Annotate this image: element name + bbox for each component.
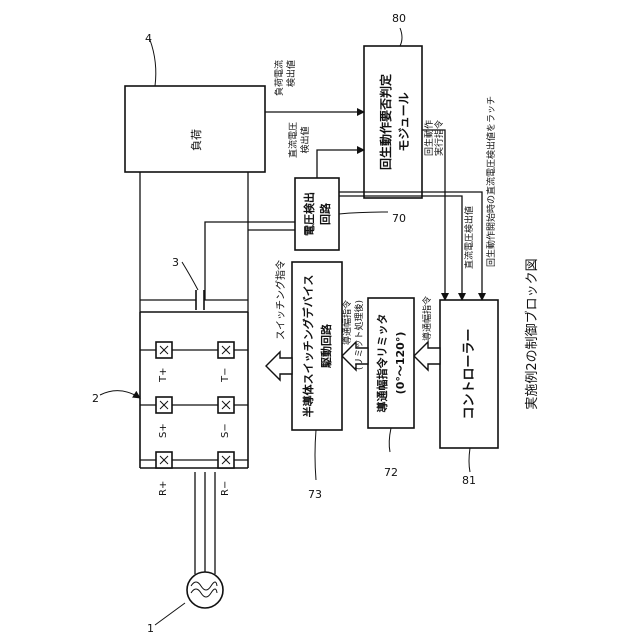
latch-arrow: [339, 192, 482, 300]
dc-voltage-to-judge-arrow: [317, 150, 364, 178]
ref-70-leader: [339, 212, 388, 214]
voltage-detect-line-1: 電圧検出: [302, 192, 316, 236]
voltage-detect-block: [295, 178, 339, 250]
label-t-minus: T−: [220, 368, 231, 384]
ref-81-leader: [469, 448, 470, 472]
ref-1: 1: [147, 622, 154, 635]
ref-4-leader: [150, 40, 156, 86]
limiter-line-1: 導通幅指令リミッタ: [375, 314, 389, 413]
bridge-frame: [140, 312, 248, 468]
ref-73: 73: [308, 488, 322, 501]
limiter-line-2: (0°〜120°): [394, 332, 407, 395]
judge-module-block: [364, 46, 422, 198]
gate-driver-line-2: 駆動回路: [319, 323, 333, 368]
label-t-plus: T+: [158, 368, 169, 384]
conduction-cmd-label: 導通幅指令: [421, 296, 433, 341]
switching-cmd-arrow: [266, 352, 292, 380]
figure-caption: 実施例2の制御ブロック図: [524, 258, 540, 409]
dc-voltage-judge-2: 検出値: [299, 126, 311, 153]
switch-r-minus: [218, 452, 234, 468]
regen-exec-1: 回生動作: [423, 120, 435, 156]
latch-label: 回生動作開始時の直流電圧検出値をラッチ: [485, 96, 497, 267]
voltage-detect-line-2: 回路: [318, 202, 332, 225]
ref-2-leader: [100, 391, 140, 398]
gate-driver-line-1: 半導体スイッチングデバイス: [301, 275, 315, 418]
conduction-cmd-arrow: [414, 342, 440, 370]
ref-81: 81: [462, 474, 476, 487]
ref-80: 80: [392, 12, 406, 25]
label-r-plus: R+: [158, 481, 169, 496]
switch-s-plus: [156, 397, 172, 413]
dc-voltage-ctrl: 直流電圧検出値: [463, 206, 475, 269]
limited-cmd-2: (リミット処理後): [353, 300, 365, 370]
ref-70: 70: [392, 212, 406, 225]
ref-3-leader: [182, 262, 198, 290]
gate-driver-block: [292, 262, 342, 430]
ref-72: 72: [384, 466, 398, 479]
limiter-block: [368, 298, 414, 428]
ref-4: 4: [145, 32, 152, 45]
label-s-minus: S−: [220, 423, 231, 438]
load-block: [125, 86, 265, 172]
dc-voltage-judge-1: 直流電圧: [287, 122, 299, 158]
load-current-2: 検出値: [285, 60, 297, 87]
load-current-1: 負荷電流: [273, 60, 285, 96]
label-r-minus: R−: [220, 481, 231, 496]
switching-cmd-label: スイッチング指令: [274, 260, 287, 340]
ref-3: 3: [172, 256, 179, 269]
ref-72-leader: [389, 428, 391, 452]
label-s-plus: S+: [158, 423, 169, 438]
ref-80-leader: [400, 28, 402, 46]
capacitor: [140, 290, 248, 310]
switch-r-plus: [156, 452, 172, 468]
judge-module-line-1: 回生動作要否判定: [378, 74, 393, 170]
switch-t-minus: [218, 342, 234, 358]
load-label: 負荷: [190, 129, 203, 151]
regen-exec-2: 実行指令: [433, 120, 445, 156]
judge-module-line-2: モジュール: [397, 92, 411, 151]
switch-s-minus: [218, 397, 234, 413]
controller-label: コントローラー: [462, 328, 477, 419]
switch-t-plus: [156, 342, 172, 358]
ref-2: 2: [92, 392, 99, 405]
ref-73-leader: [315, 430, 316, 480]
